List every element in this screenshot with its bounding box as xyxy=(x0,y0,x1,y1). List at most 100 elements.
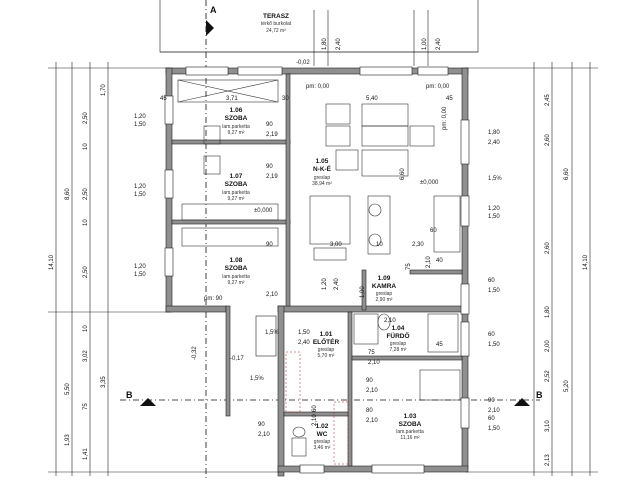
dim-interior: 2,10 xyxy=(368,360,380,366)
svg-text:11,16 m²: 11,16 m² xyxy=(400,435,420,441)
dim-top: 2,40 xyxy=(336,38,342,50)
appliance-label-3: 1,5% xyxy=(488,176,502,182)
svg-text:1.08: 1.08 xyxy=(230,257,243,264)
dim-right-outer: 14,10 xyxy=(583,254,589,270)
svg-text:9,27 m²: 9,27 m² xyxy=(228,130,245,136)
svg-text:lam.parketta: lam.parketta xyxy=(222,274,250,280)
top-dims: 1,80 2,40 1,00 2,40 xyxy=(322,38,442,50)
appliance-label-2: 1,5% xyxy=(250,376,264,382)
level-top: -0,02 xyxy=(296,60,310,66)
room-1-07: 1.07 SZOBA lam.parketta 9,27 m² xyxy=(222,173,250,202)
appliance-label-1: 1,5% xyxy=(265,330,279,336)
right-mid-dims: 6,605,20 xyxy=(564,168,570,392)
svg-text:1.02: 1.02 xyxy=(316,423,329,430)
living-furniture xyxy=(309,103,461,261)
dim-left-opening: 1,20 xyxy=(134,114,146,120)
dim-interior: 2,10 xyxy=(384,318,396,324)
dim-left-outer: 14,10 xyxy=(49,254,55,270)
svg-text:1.05: 1.05 xyxy=(316,158,329,165)
dim-left-mid: 1,93 xyxy=(65,434,71,446)
room-1-09: 1.09 KAMRA greslap 2,90 m² xyxy=(372,275,396,303)
level-pm-top-left: pm: 0,00 xyxy=(306,84,330,90)
dim-interior: 2,40 xyxy=(334,278,340,290)
dimension-lines-top: 1,80 2,40 1,00 2,40 xyxy=(313,10,442,66)
svg-text:ELŐTÉR: ELŐTÉR xyxy=(313,337,340,346)
left-outer-dims: 14,10 xyxy=(49,254,55,270)
dim-right-opening: 90 xyxy=(488,398,495,404)
dim-left-inner: 1,41 xyxy=(83,448,89,460)
interior-walls xyxy=(171,73,463,467)
svg-text:WC: WC xyxy=(317,431,328,438)
dim-interior: 3,71 xyxy=(226,96,238,102)
level-pm90: pm: 90 xyxy=(204,296,223,302)
svg-text:1.04: 1.04 xyxy=(392,325,405,332)
svg-text:1.03: 1.03 xyxy=(404,413,417,420)
dim-interior: 1,00 xyxy=(360,286,366,298)
svg-text:lam.parketta: lam.parketta xyxy=(222,124,250,130)
dim-right-inner: 1,80 xyxy=(545,306,551,318)
svg-text:SZOBA: SZOBA xyxy=(225,181,248,188)
dim-interior: 75 xyxy=(368,350,375,356)
dim-interior: 2,10 xyxy=(366,418,378,424)
svg-text:FÜRDŐ: FÜRDŐ xyxy=(386,331,409,340)
dim-left-opening: 1,20 xyxy=(134,264,146,270)
dim-left-inner: 10 xyxy=(83,219,89,226)
dim-top: 2,40 xyxy=(436,38,442,50)
svg-text:3,46 m²: 3,46 m² xyxy=(314,445,331,451)
dim-interior: 80 xyxy=(366,408,373,414)
svg-text:1.06: 1.06 xyxy=(230,107,243,114)
section-b-left-label: B xyxy=(126,390,133,400)
dim-interior: 3,00 xyxy=(330,242,342,248)
section-b-right-label: B xyxy=(536,390,543,400)
svg-text:SZOBA: SZOBA xyxy=(225,265,248,272)
dim-interior: 40 xyxy=(436,258,443,264)
dim-top: 1,80 xyxy=(322,38,328,50)
room-1-04: 1.04 FÜRDŐ greslap 7,28 m² xyxy=(386,325,409,353)
dim-left-mid: 8,60 xyxy=(65,188,71,200)
dim-right-mid: 6,60 xyxy=(564,168,570,180)
dim-interior: 45 xyxy=(160,96,167,102)
svg-text:7,28 m²: 7,28 m² xyxy=(390,347,407,353)
dim-interior: 75 xyxy=(406,263,412,270)
dim-left-opening: 1,50 xyxy=(134,272,146,278)
dim-right-opening: 60 xyxy=(488,332,495,338)
dim-left-opening: 1,50 xyxy=(134,122,146,128)
sanitary-fixtures xyxy=(291,313,461,457)
dim-left-inner: 2,50 xyxy=(83,266,89,278)
room-1-08: 1.08 SZOBA lam.parketta 9,27 m² xyxy=(222,257,250,286)
svg-text:38,94 m²: 38,94 m² xyxy=(312,181,332,187)
svg-text:5,70 m²: 5,70 m² xyxy=(318,353,335,359)
dim-interior: 1,20 xyxy=(322,278,328,290)
level-neg017: -0,17 xyxy=(230,356,244,362)
dim-left-opening: 1,50 xyxy=(134,192,146,198)
svg-text:2,90 m²: 2,90 m² xyxy=(376,297,393,303)
svg-text:greslap: greslap xyxy=(390,341,407,347)
room-1-02: 1.02 WC greslap 3,46 m² xyxy=(314,423,331,451)
dim-interior: 60 xyxy=(430,228,437,234)
bedroom-furniture xyxy=(177,79,279,247)
dim-interior: 90 xyxy=(366,378,373,384)
hatched-areas xyxy=(255,315,349,465)
dim-interior: 90 xyxy=(258,422,265,428)
dim-right-opening: 1,50 xyxy=(488,214,500,220)
dim-right-opening: 1,80 xyxy=(488,130,500,136)
dim-right-opening: 60 xyxy=(488,416,495,422)
windows xyxy=(164,66,470,474)
dim-interior: 90 xyxy=(266,122,273,128)
terrace-area: 24,72 m² xyxy=(266,28,286,34)
dim-interior: 2,10 xyxy=(266,292,278,298)
dimension-lines-left: 14,10 8,605,501,93 2,502,502,503,023,351… xyxy=(48,62,280,476)
level-pm-right: pm: 0,00 xyxy=(442,106,448,130)
dim-right-inner: 2,00 xyxy=(545,340,551,352)
dim-right-inner: 2,45 xyxy=(545,94,551,106)
left-opening-dims: 1,201,501,201,501,201,50 xyxy=(134,114,146,278)
section-a-label: A xyxy=(210,5,217,15)
dim-left-inner: 1,70 xyxy=(101,84,107,96)
dim-interior: 6,60 xyxy=(400,168,406,180)
dim-left-mid: 5,50 xyxy=(65,383,71,395)
dim-top: 1,00 xyxy=(422,38,428,50)
